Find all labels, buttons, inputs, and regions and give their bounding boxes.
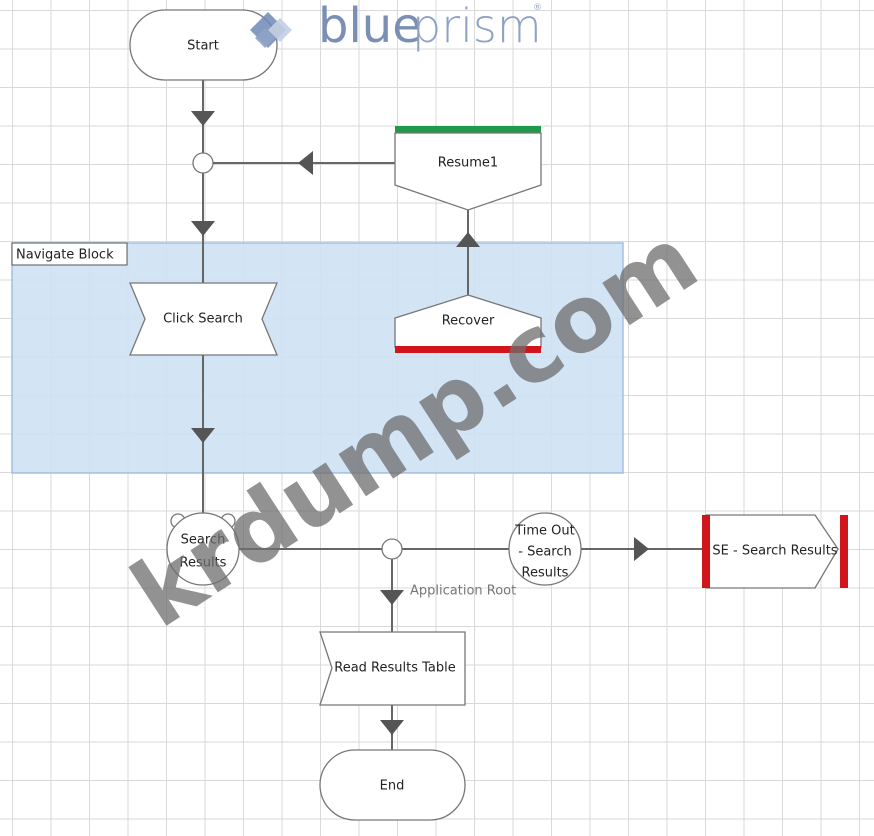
time-out-stage[interactable]: Time Out - Search Results: [508, 512, 582, 586]
logo-text-bold: blue: [318, 0, 422, 54]
navigate-block[interactable]: Navigate Block: [11, 242, 624, 474]
junction-anchor[interactable]: [192, 152, 214, 174]
click-search-stage[interactable]: Click Search: [129, 282, 278, 356]
recover-stage[interactable]: Recover: [394, 294, 542, 353]
logo-text-light: prism: [412, 0, 542, 53]
time-out-label-line1: Time Out: [514, 524, 575, 539]
time-out-label-line2: - Search: [518, 545, 572, 560]
recover-label: Recover: [442, 314, 495, 329]
junction-anchor[interactable]: [381, 538, 403, 560]
read-results-label: Read Results Table: [334, 661, 456, 676]
start-label: Start: [187, 39, 219, 54]
arrow-right-icon: [634, 537, 649, 561]
exception-label: SE - Search Results: [712, 544, 837, 559]
search-results-label-line1: Search: [181, 533, 226, 548]
start-stage[interactable]: Start: [129, 9, 278, 81]
application-root-label: Application Root: [410, 584, 516, 599]
time-out-label-line3: Results: [522, 566, 569, 581]
arrow-down-icon: [380, 720, 404, 735]
click-search-label: Click Search: [163, 312, 243, 327]
read-results-table-stage[interactable]: Read Results Table: [319, 631, 466, 706]
exception-stage[interactable]: SE - Search Results: [702, 514, 848, 589]
arrow-down-icon: [191, 221, 215, 236]
blueprism-logo: blue prism ®: [250, 0, 542, 54]
arrow-up-icon: [456, 232, 480, 247]
block-label: Navigate Block: [16, 248, 114, 263]
arrow-down-icon: [380, 590, 404, 605]
resume-label: Resume1: [438, 156, 498, 171]
search-results-wait-stage[interactable]: Search Results: [166, 512, 240, 586]
resume-stage[interactable]: Resume1: [394, 126, 542, 211]
arrow-down-icon: [191, 428, 215, 443]
search-results-label-line2: Results: [180, 556, 227, 571]
arrows: [191, 111, 649, 735]
logo-registered-mark: ®: [533, 3, 542, 13]
end-stage[interactable]: End: [319, 749, 466, 821]
end-label: End: [380, 779, 405, 794]
arrow-left-icon: [298, 151, 313, 175]
arrow-down-icon: [191, 111, 215, 126]
